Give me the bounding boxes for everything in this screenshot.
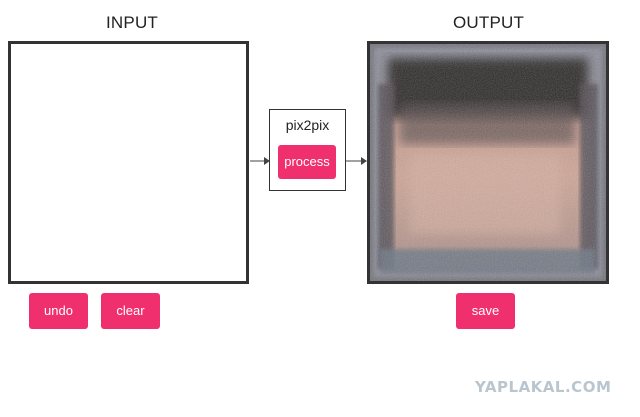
arrow-right-icon xyxy=(250,157,270,165)
output-image xyxy=(367,41,609,284)
input-title: INPUT xyxy=(106,13,158,32)
model-name: pix2pix xyxy=(285,117,330,133)
input-drawing-canvas[interactable] xyxy=(8,41,249,284)
output-title: OUTPUT xyxy=(453,13,525,32)
watermark-text: YAPLAKAL.COM xyxy=(475,378,612,396)
undo-button[interactable]: undo xyxy=(29,293,88,329)
arrow-right-icon xyxy=(346,157,367,165)
save-button[interactable]: save xyxy=(456,293,515,329)
model-box: pix2pix process xyxy=(269,109,346,191)
process-button[interactable]: process xyxy=(278,145,336,179)
clear-button[interactable]: clear xyxy=(101,293,160,329)
